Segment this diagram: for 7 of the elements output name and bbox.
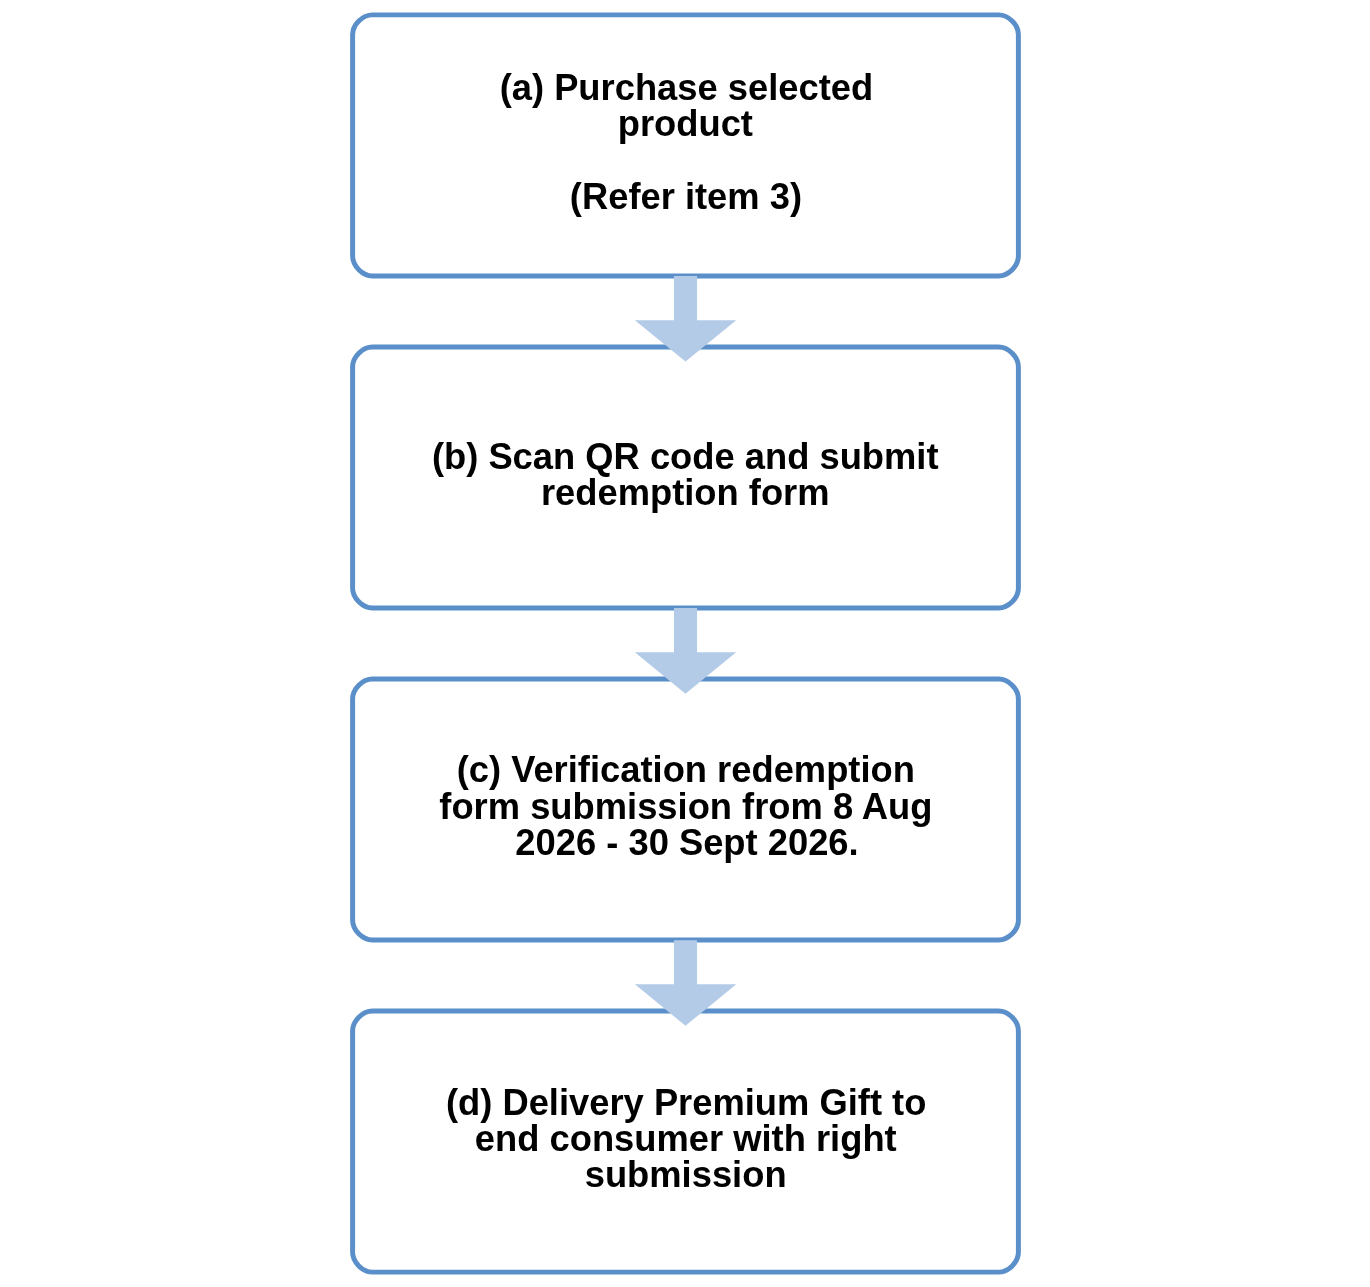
node-box: (b) Scan QR code and submit redemption form	[349, 344, 1021, 611]
arrow	[634, 608, 736, 694]
node-box: (a) Purchase selected product (Refer item 3)	[349, 12, 1021, 279]
arrow	[634, 940, 736, 1026]
arrow	[634, 276, 736, 362]
node-box: (d) Delivery Premium Gift to end consumer with right submission	[349, 1008, 1021, 1275]
node-box: (c) Verification redemption form submission from 8 Aug 2026 - 30 Sept 2026.	[349, 676, 1021, 943]
